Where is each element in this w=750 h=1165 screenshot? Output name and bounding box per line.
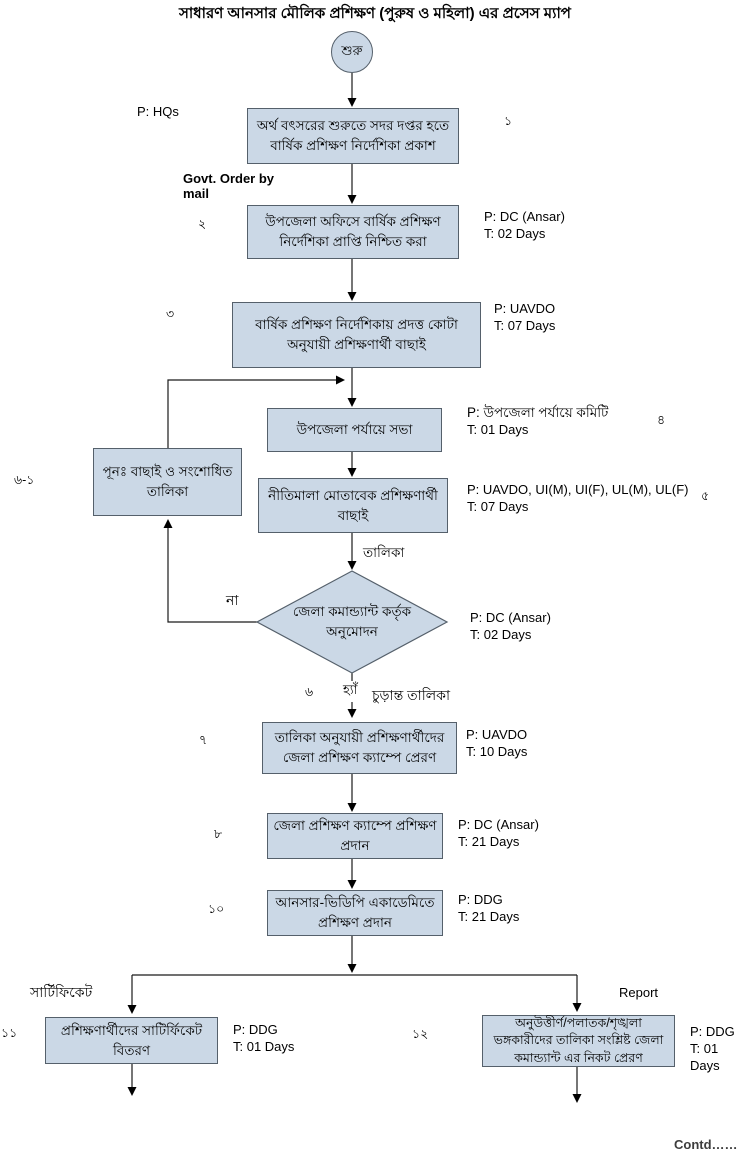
decision-label: জেলা কমান্ড্যান্ট কর্তৃক অনুমোদন [292,603,412,639]
step-4-performer-time: P: উপজেলা পর্যায়ে কমিটি T: 01 Days [467,404,608,438]
step-6-number: ৬ [305,685,314,699]
step-7-performer: P: UAVDO [466,727,528,742]
step-6-performer-time: P: DC (Ansar) T: 02 Days [470,609,551,643]
step-10-number: ১০ [208,902,225,916]
step-11-time: T: 01 Days [233,1039,295,1054]
step-8-time: T: 21 Days [458,834,520,849]
step-2-time: T: 02 Days [484,226,546,241]
step-1-box: অর্থ বৎসরের শুরুতে সদর দপ্তর হতে বার্ষিক… [247,108,459,164]
step-5-performer: P: UAVDO, UI(M), UI(F), UL(M), UL(F) [467,482,689,497]
step-3-performer: P: UAVDO [494,301,556,316]
step-7-time: T: 10 Days [466,744,528,759]
step-12-performer: P: DDG [690,1024,735,1039]
step-6-performer: P: DC (Ansar) [470,610,551,625]
step-12-box: অনুউত্তীর্ণ/পলাতক/শৃঙ্খলা ভঙ্গকারীদের তা… [482,1015,675,1067]
step-11-performer: P: DDG [233,1022,278,1037]
step-3-time: T: 07 Days [494,318,556,333]
step-3-box: বার্ষিক প্রশিক্ষণ নির্দেশিকায় প্রদত্ত ক… [232,302,481,368]
step-7-number: ৭ [199,733,208,747]
step-8-box: জেলা প্রশিক্ষণ ক্যাম্পে প্রশিক্ষণ প্রদান [267,813,443,859]
step-8-number: ৮ [214,827,223,841]
step-7-box: তালিকা অনুযায়ী প্রশিক্ষণার্থীদের জেলা প… [262,722,457,774]
govt-order-label: Govt. Order by mail [183,171,275,201]
flow-lines [131,73,578,1098]
step-11-box: প্রশিক্ষণার্থীদের সাটির্ফিকেট বিতরণ [45,1017,218,1064]
step-10-time: T: 21 Days [458,909,520,924]
step-3-number: ৩ [166,307,175,321]
step-11-performer-time: P: DDG T: 01 Days [233,1021,294,1055]
continued-label: Contd…… [674,1137,738,1152]
step-1-performer: P: HQs [137,104,179,119]
step-2-performer-time: P: DC (Ansar) T: 02 Days [484,208,565,242]
step-1-number: ১ [504,114,513,128]
step-2-box: উপজেলা অফিসে বার্ষিক প্রশিক্ষণ নির্দেশিক… [247,205,459,259]
step-10-performer: P: DDG [458,892,503,907]
step-6-1-box: পূনঃ বাছাই ও সংশোধিত তালিকা [93,448,242,516]
no-branch-label: না [226,592,239,608]
step-6-time: T: 02 Days [470,627,532,642]
step-5-performer-time: P: UAVDO, UI(M), UI(F), UL(M), UL(F) T: … [467,481,688,515]
final-list-label: চুড়ান্ত তালিকা [372,687,451,703]
step-8-performer-time: P: DC (Ansar) T: 21 Days [458,816,539,850]
step-12-time: T: 01 Days [690,1041,720,1073]
step-12-performer-time: P: DDG T: 01 Days [690,1023,750,1074]
step-8-performer: P: DC (Ansar) [458,817,539,832]
start-node: শুরু [331,31,373,73]
step-5-number: ৫ [701,489,710,503]
talika-arrow-label: তালিকা [363,545,405,560]
step-7-performer-time: P: UAVDO T: 10 Days [466,726,527,760]
step-10-box: আনসার-ভিডিপি একাডেমিতে প্রশিক্ষণ প্রদান [267,890,443,936]
step-12-number: ১২ [412,1027,429,1041]
step-4-number: ৪ [657,413,666,427]
step-2-performer: P: DC (Ansar) [484,209,565,224]
step-4-performer: P: উপজেলা পর্যায়ে কমিটি [467,405,609,420]
decision-diamond [255,570,449,674]
step-6-1-number: ৬-১ [14,473,35,487]
step-5-box: নীতিমালা মোতাবেক প্রশিক্ষণার্থী বাছাই [258,478,448,533]
flow-arrowheads [127,98,582,1103]
step-4-box: উপজেলা পর্যায়ে সভা [267,408,442,452]
report-branch-label: Report [619,985,659,1000]
step-10-performer-time: P: DDG T: 21 Days [458,891,519,925]
step-3-performer-time: P: UAVDO T: 07 Days [494,300,555,334]
step-2-number: ২ [198,217,207,231]
yes-branch-label: হ্যাঁ [341,681,360,702]
step-11-number: ১১ [1,1026,18,1040]
page-title: সাধারণ আনসার মৌলিক প্রশিক্ষণ (পুরুষ ও মহ… [179,5,571,22]
certificate-branch-label: সার্টিফিকেট [30,984,93,1000]
step-5-time: T: 07 Days [467,499,529,514]
step-4-time: T: 01 Days [467,422,529,437]
